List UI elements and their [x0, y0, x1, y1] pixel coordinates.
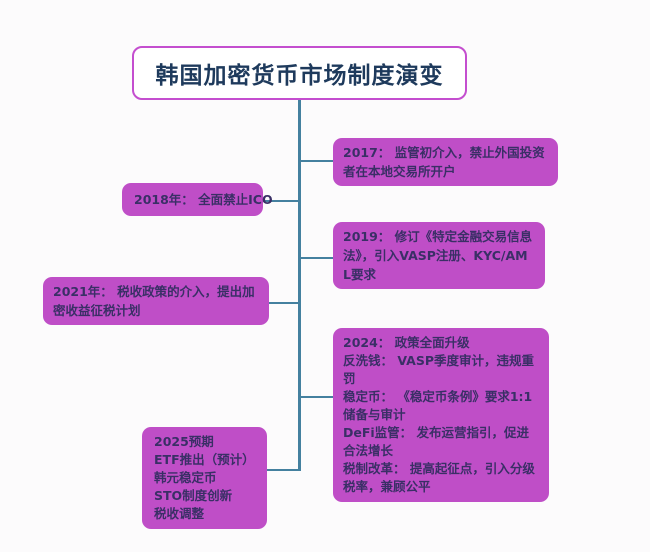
node-2025-line-stablecoin: 韩元稳定币: [154, 470, 217, 485]
connector-branch-2024: [300, 396, 333, 398]
node-2025-line-tax: 税收调整: [154, 506, 205, 521]
node-2019[interactable]: 2019： 修订《特定金融交易信息法》，引入VASP注册、KYC/AML要求: [333, 222, 545, 289]
node-2025[interactable]: 2025预期 ETF推出（预计） 韩元稳定币 STO制度创新 税收调整: [142, 427, 267, 529]
connector-branch-2019: [300, 257, 333, 259]
connector-branch-2018: [263, 200, 299, 202]
node-2024[interactable]: 2024： 政策全面升级 反洗钱： VASP季度审计，违规重罚 稳定币： 《稳定…: [333, 328, 549, 502]
node-2021[interactable]: 2021年： 税收政策的介入，提出加密收益征税计划: [43, 277, 269, 325]
node-2018[interactable]: 2018年： 全面禁止ICO: [122, 183, 273, 216]
node-2024-line-defi: DeFi监管： 发布运营指引，促进合法增长: [343, 425, 530, 458]
node-2025-line-title: 2025预期: [154, 434, 214, 449]
node-2024-line-aml: 反洗钱： VASP季度审计，违规重罚: [343, 353, 535, 386]
connector-branch-2017: [300, 160, 333, 162]
node-2017[interactable]: 2017： 监管初介入，禁止外国投资者在本地交易所开户: [333, 138, 558, 186]
root-node-title[interactable]: 韩国加密货币市场制度演变: [132, 46, 467, 100]
connector-spine: [298, 100, 301, 471]
node-2025-line-etf: ETF推出（预计）: [154, 452, 255, 467]
connector-branch-2021: [267, 302, 299, 304]
node-2024-line-tax: 税制改革： 提高起征点，引入分级税率，兼顾公平: [343, 461, 535, 494]
connector-branch-2025: [267, 469, 299, 471]
node-2025-line-sto: STO制度创新: [154, 488, 233, 503]
node-2024-line-stablecoin: 稳定币： 《稳定币条例》要求1:1储备与审计: [343, 389, 533, 422]
node-2024-line-title: 2024： 政策全面升级: [343, 335, 470, 350]
